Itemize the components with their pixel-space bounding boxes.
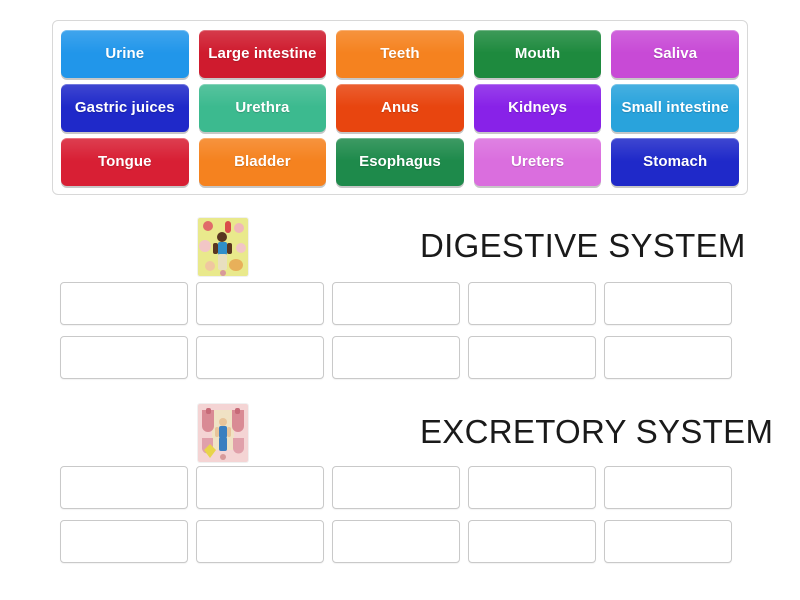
word-tile[interactable]: Esophagus (336, 138, 464, 186)
word-tile-label: Kidneys (508, 99, 568, 116)
category-title: DIGESTIVE SYSTEM (420, 227, 746, 264)
drop-slot[interactable] (332, 466, 460, 509)
word-tile-label: Teeth (380, 45, 420, 62)
drop-slot[interactable] (60, 282, 188, 325)
word-tile[interactable]: Urethra (198, 84, 327, 132)
word-tile-label: Urine (105, 45, 145, 62)
word-tile-label: Gastric juices (74, 99, 175, 116)
drop-slot[interactable] (60, 466, 188, 509)
digestive-system-illustration-icon (198, 218, 248, 276)
word-tile-label: Ureters (510, 153, 565, 170)
drop-slot[interactable] (604, 466, 732, 509)
word-tile-label: Esophagus (359, 153, 441, 170)
word-tile[interactable]: Anus (336, 84, 464, 132)
category-excretory-system: EXCRETORY SYSTEM (0, 400, 800, 563)
drop-slot[interactable] (468, 336, 596, 379)
category-header: EXCRETORY SYSTEM (0, 400, 800, 464)
category-header: DIGESTIVE SYSTEM (0, 214, 800, 278)
word-tile[interactable]: Small intestine (611, 84, 739, 132)
word-tile-label: Tongue (97, 153, 152, 170)
word-tile[interactable]: Mouth (473, 30, 602, 78)
drop-slot[interactable] (332, 282, 460, 325)
word-tile[interactable]: Stomach (611, 138, 739, 186)
drop-slot[interactable] (468, 282, 596, 325)
word-tile-label: Mouth (514, 45, 561, 62)
word-tile[interactable]: Tongue (61, 138, 189, 186)
drop-slot[interactable] (604, 520, 732, 563)
drop-slot[interactable] (196, 282, 324, 325)
drop-slot[interactable] (468, 466, 596, 509)
word-tile[interactable]: Saliva (611, 30, 739, 78)
drop-slot[interactable] (196, 520, 324, 563)
drop-slot[interactable] (332, 520, 460, 563)
word-tile-label: Anus (381, 99, 419, 116)
word-tile[interactable]: Urine (61, 30, 189, 78)
drop-slot[interactable] (196, 336, 324, 379)
category-title: EXCRETORY SYSTEM (420, 413, 774, 450)
drop-slot[interactable] (196, 466, 324, 509)
category-digestive-system: DIGESTIVE SYSTEM (0, 214, 800, 379)
drop-zone-grid-digestive (60, 282, 740, 379)
drop-slot[interactable] (332, 336, 460, 379)
word-tile[interactable]: Teeth (336, 30, 464, 78)
word-tile-label: Bladder (234, 153, 291, 170)
word-tile-label: Saliva (653, 45, 698, 62)
drop-slot[interactable] (604, 336, 732, 379)
drop-slot[interactable] (604, 282, 732, 325)
word-tile-label: Small intestine (621, 99, 729, 116)
drop-slot[interactable] (60, 520, 188, 563)
word-tile[interactable]: Kidneys (473, 84, 602, 132)
word-tile-label: Stomach (643, 153, 708, 170)
word-tile-label: Urethra (235, 99, 290, 116)
word-tile[interactable]: Large intestine (198, 30, 327, 78)
excretory-system-illustration-icon (198, 404, 248, 462)
drop-zone-grid-excretory (60, 466, 740, 563)
word-tile-label: Large intestine (208, 45, 317, 62)
word-tile[interactable]: Gastric juices (61, 84, 189, 132)
word-tile[interactable]: Bladder (198, 138, 327, 186)
drop-slot[interactable] (60, 336, 188, 379)
drop-slot[interactable] (468, 520, 596, 563)
word-tile[interactable]: Ureters (473, 138, 602, 186)
